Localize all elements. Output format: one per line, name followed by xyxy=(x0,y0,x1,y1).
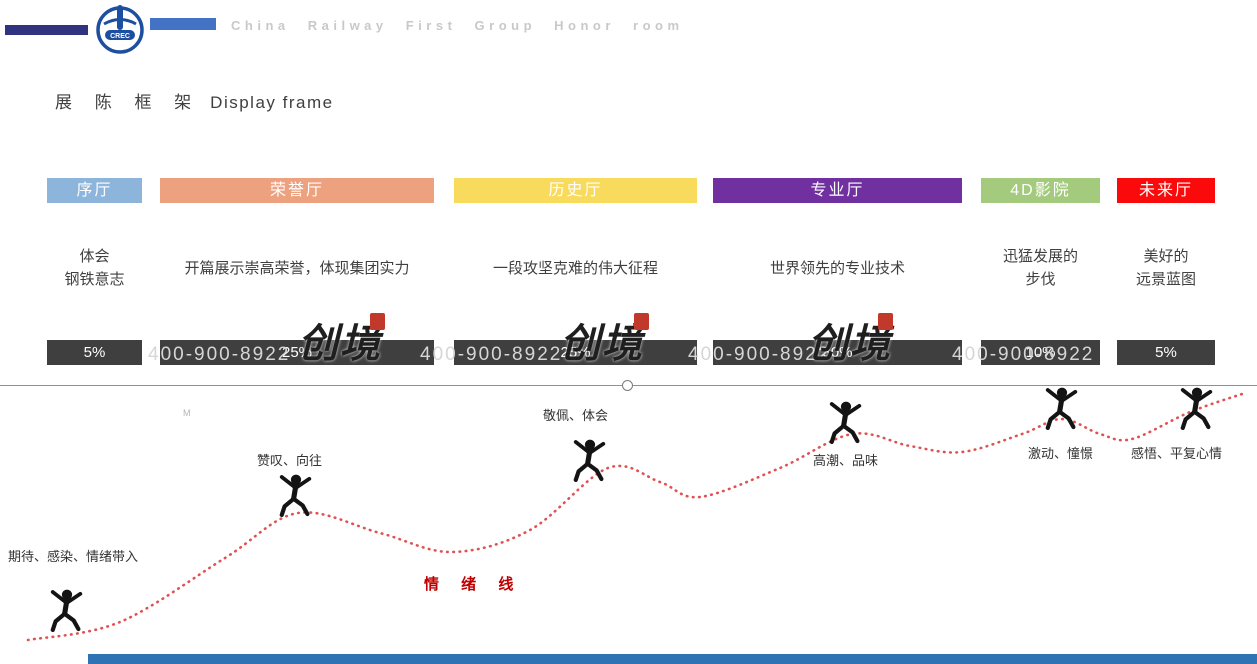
divider-dot xyxy=(622,380,633,391)
hall-percent-bar: 25% xyxy=(454,340,697,365)
hall-column-rongyuting: 荣誉厅 开篇展示崇高荣誉，体现集团实力 25% xyxy=(160,178,434,365)
hall-percent-bar: 30% xyxy=(713,340,962,365)
crec-logo-icon: CREC xyxy=(96,5,144,54)
desc-line: 步伐 xyxy=(1025,271,1056,288)
brand-text: China Railway First Group Honor room xyxy=(231,18,684,33)
hall-header: 未来厅 xyxy=(1117,178,1215,203)
watermark-logo-text: 创境 xyxy=(808,320,892,367)
hall-header: 历史厅 xyxy=(454,178,697,203)
desc-line: 迅猛发展的 xyxy=(1002,248,1078,265)
person-figure xyxy=(1178,386,1216,430)
stage-label: 高潮、品味 xyxy=(813,453,879,468)
hall-description: 体会 钢铁意志 xyxy=(47,244,142,292)
header-left-bar xyxy=(5,25,88,35)
desc-line: 一段攻坚克难的伟大征程 xyxy=(492,259,658,277)
emotion-line-label: 情 绪 线 xyxy=(424,576,523,593)
stage-label: 感悟、平复心情 xyxy=(1131,446,1223,461)
page-title-en: Display frame xyxy=(210,93,334,112)
hall-header: 4D影院 xyxy=(981,178,1100,203)
watermark-seal-icon xyxy=(370,313,385,330)
watermark-phone: 400-900-8922 xyxy=(952,344,1095,365)
page-title-zh: 展 陈 框 架 xyxy=(55,93,201,112)
watermark-logo-text: 创境 xyxy=(298,320,382,367)
hall-header: 序厅 xyxy=(47,178,142,203)
crec-logo-text: CREC xyxy=(110,33,130,40)
hall-percent-bar: 5% xyxy=(1117,340,1215,365)
hall-column-zhuanyeting: 专业厅 世界领先的专业技术 30% xyxy=(713,178,962,365)
page-title: 展 陈 框 架 Display frame xyxy=(55,88,334,113)
hall-column-lishiting: 历史厅 一段攻坚克难的伟大征程 25% xyxy=(454,178,697,365)
watermark-seal-icon xyxy=(634,313,649,330)
desc-line: 钢铁意志 xyxy=(64,271,125,288)
hall-description: 一段攻坚克难的伟大征程 xyxy=(454,244,697,292)
stage-label: 赞叹、向往 xyxy=(257,453,323,468)
person-figure xyxy=(571,438,609,482)
desc-line: 远景蓝图 xyxy=(1135,271,1196,288)
hall-percent-bar: 10% xyxy=(981,340,1100,365)
desc-line: 开篇展示崇高荣誉，体现集团实力 xyxy=(184,259,410,277)
person-figure xyxy=(277,473,315,517)
hall-percent-bar: 25% xyxy=(160,340,434,365)
watermark-phone: 400-900-8922 xyxy=(420,344,563,365)
hall-column-xuting: 序厅 体会 钢铁意志 5% xyxy=(47,178,142,365)
watermark-phone: 400-900-8922 xyxy=(148,344,291,365)
desc-line: 体会 xyxy=(79,248,110,265)
watermark-remnant: M xyxy=(183,408,191,418)
hall-percent-bar: 5% xyxy=(47,340,142,365)
person-figure xyxy=(1043,386,1081,430)
hall-description: 迅猛发展的 步伐 xyxy=(981,244,1100,292)
hall-description: 开篇展示崇高荣誉，体现集团实力 xyxy=(160,244,434,292)
hall-column-weilaiting: 未来厅 美好的 远景蓝图 5% xyxy=(1117,178,1215,365)
stage-label: 敬佩、体会 xyxy=(543,408,609,423)
watermark-logo-text: 创境 xyxy=(560,320,644,367)
stage-label: 激动、憧憬 xyxy=(1028,446,1094,461)
hall-header: 荣誉厅 xyxy=(160,178,434,203)
person-figure xyxy=(827,400,865,444)
hall-column-4d-cinema: 4D影院 迅猛发展的 步伐 10% xyxy=(981,178,1100,365)
hall-description: 美好的 远景蓝图 xyxy=(1117,244,1215,292)
desc-line: 世界领先的专业技术 xyxy=(769,259,905,277)
bottom-accent-bar xyxy=(88,654,1257,664)
hall-description: 世界领先的专业技术 xyxy=(713,244,962,292)
desc-line: 美好的 xyxy=(1143,248,1189,265)
hall-header: 专业厅 xyxy=(713,178,962,203)
watermark-seal-icon xyxy=(878,313,893,330)
watermark-phone: 400-900-8922 xyxy=(688,344,831,365)
stage-label: 期待、感染、情绪带入 xyxy=(8,549,139,564)
emotion-curve-path xyxy=(26,391,1247,642)
person-figure xyxy=(48,588,86,632)
header-accent-bar xyxy=(150,18,216,30)
